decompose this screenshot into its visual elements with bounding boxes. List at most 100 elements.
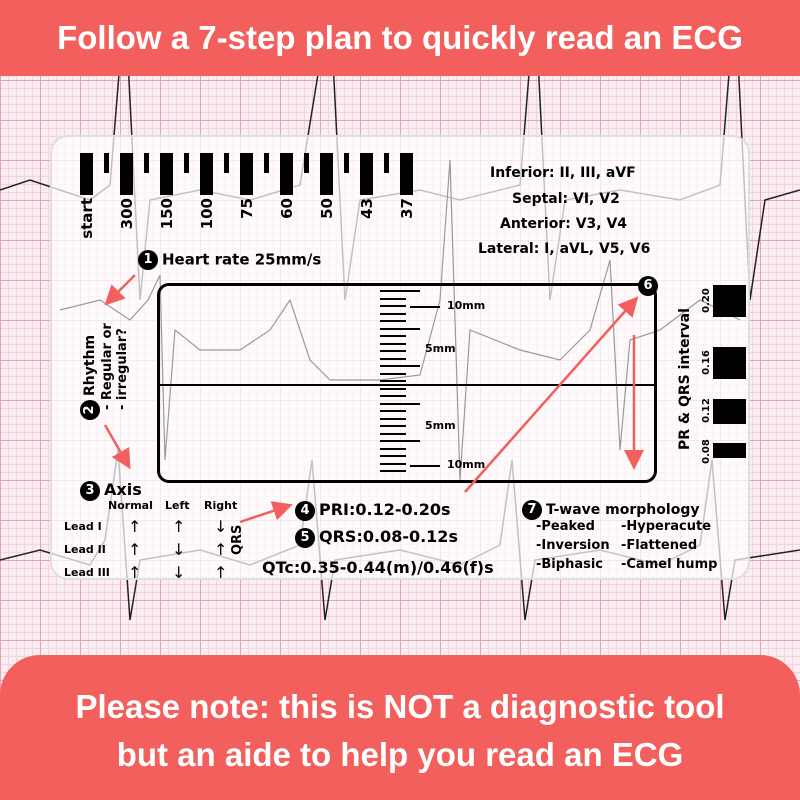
axis-arrow: ↑ <box>214 540 228 559</box>
axis-arrow: ↓ <box>172 540 186 559</box>
axis-arrow: ↑ <box>128 540 142 559</box>
rate-tick-minor <box>304 153 309 173</box>
mm-tick <box>380 470 406 472</box>
mm-tick <box>380 305 406 307</box>
mm-tick <box>380 342 406 345</box>
top-banner: Follow a 7-step plan to quickly read an … <box>0 0 800 76</box>
rate-tick-minor <box>344 153 349 173</box>
interval-bar-008 <box>713 443 746 458</box>
mm-tick <box>380 417 406 420</box>
axis-col-right: Right <box>204 499 238 512</box>
mm-tick <box>380 365 420 367</box>
lead-group-inferior: Inferior: II, III, aVF <box>490 165 636 181</box>
mm-tick <box>380 462 406 465</box>
rate-tick-minor <box>384 153 389 173</box>
lead-group-anterior: Anterior: V3, V4 <box>500 216 628 232</box>
axis-row-lead: Lead III <box>64 566 110 579</box>
step-label: Axis <box>104 480 142 499</box>
step-number: 5 <box>295 527 315 548</box>
rate-tick-major <box>240 153 253 195</box>
qtc-range: QTc:0.35-0.44(m)/0.46(f)s <box>262 558 494 577</box>
disclaimer-line-1: Please note: this is NOT a diagnostic to… <box>75 688 725 725</box>
interval-bar-012 <box>713 399 746 424</box>
rate-tick-major <box>160 153 173 195</box>
mm-tick <box>380 320 406 322</box>
axis-arrow: ↑ <box>214 563 228 582</box>
rate-tick-major <box>320 153 333 195</box>
step-label: Heart rate 25mm/s <box>162 250 322 269</box>
rate-tick-major <box>280 153 293 195</box>
t-wave-item: -Biphasic <box>536 557 603 572</box>
mm-label: 10mm <box>447 299 486 312</box>
axis-arrow: ↑ <box>128 563 142 582</box>
mm-tick <box>380 432 406 435</box>
mm-tick <box>380 395 406 397</box>
step-number: 1 <box>138 250 158 270</box>
rate-tick-major <box>360 153 373 195</box>
t-wave-item: -Flattened <box>621 538 698 553</box>
rate-tick-major <box>400 153 413 195</box>
mm-tick <box>380 380 406 382</box>
step-6: 6 <box>638 275 662 296</box>
mm-tick <box>380 402 420 405</box>
disclaimer-line-2: but an aide to help you read an ECG <box>116 736 684 773</box>
step-number: 6 <box>638 275 658 296</box>
mm-tick <box>380 372 406 375</box>
mm-label: 10mm <box>447 458 486 471</box>
axis-col-normal: Normal <box>108 499 153 512</box>
t-wave-item: -Hyperacute <box>621 519 712 534</box>
axis-row-lead: Lead I <box>64 520 102 533</box>
mm-tick <box>380 357 406 360</box>
rate-tick-major <box>200 153 213 195</box>
interval-bar-020 <box>713 285 746 317</box>
rate-tick-minor <box>184 153 189 173</box>
axis-arrow: ↓ <box>172 563 186 582</box>
mm-tick <box>380 290 420 292</box>
mm-tick <box>380 425 406 427</box>
mm-tick <box>380 410 406 412</box>
mm-tick <box>380 327 420 330</box>
mm-tick <box>380 387 406 390</box>
step-label: QRS:0.08-0.12s <box>319 527 458 546</box>
baseline <box>157 384 657 386</box>
axis-col-left: Left <box>165 499 190 512</box>
lead-group-lateral: Lateral: I, aVL, V5, V6 <box>478 241 651 257</box>
axis-arrow: ↑ <box>172 517 186 536</box>
mm-tick <box>380 312 406 315</box>
rate-tick-minor <box>224 153 229 173</box>
step-number: 7 <box>522 500 542 520</box>
interval-bar-016 <box>713 347 746 379</box>
axis-arrow: ↓ <box>214 517 228 536</box>
bottom-banner: Please note: this is NOT a diagnostic to… <box>0 655 800 800</box>
lead-group-septal: Septal: VI, V2 <box>512 191 620 207</box>
step-label: PRI:0.12-0.20s <box>319 500 451 519</box>
mm-tick <box>380 335 406 337</box>
mm-label: 5mm <box>425 419 456 432</box>
rate-tick-minor <box>264 153 269 173</box>
mm-tick <box>380 447 406 450</box>
step-number: 4 <box>295 500 315 521</box>
axis-row-lead: Lead II <box>64 543 106 556</box>
t-wave-item: -Inversion <box>536 538 610 553</box>
rate-tick-major <box>120 153 133 195</box>
measurement-window <box>157 283 657 483</box>
rate-tick-minor <box>104 153 109 173</box>
mm-tick <box>380 440 420 442</box>
mm-label: 5mm <box>425 342 456 355</box>
mm-tick <box>380 350 406 352</box>
mm-tick <box>380 297 406 300</box>
rate-tick-major <box>80 153 93 195</box>
mm-tick <box>380 455 406 457</box>
step-number: 3 <box>80 480 100 501</box>
axis-arrow: ↑ <box>128 517 142 536</box>
t-wave-item: -Peaked <box>536 519 595 534</box>
t-wave-item: -Camel hump <box>621 557 718 572</box>
step-label: T-wave morphology <box>546 502 700 518</box>
